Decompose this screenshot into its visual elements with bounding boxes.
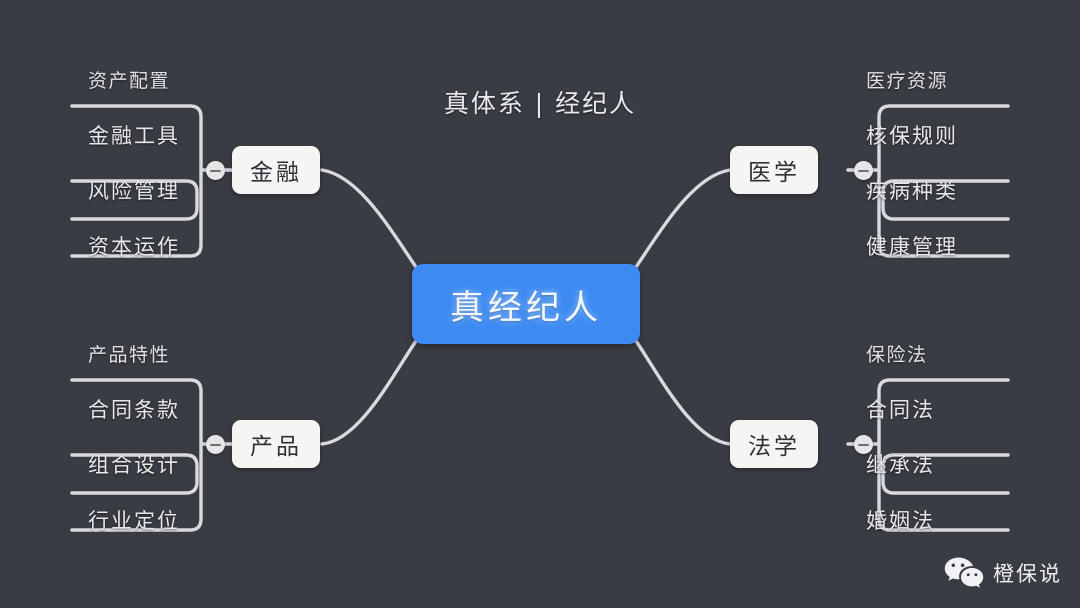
branch-node-label-medicine: 医学 [748,160,800,186]
group-caption-finance: 资产配置 [88,70,171,92]
leaf-label-finance-0[interactable]: 金融工具 [88,124,180,148]
leaf-label-finance-2[interactable]: 资本运作 [88,235,180,259]
collapse-minus-icon-product[interactable] [206,435,225,454]
leaf-label-medicine-2[interactable]: 健康管理 [866,235,958,259]
branch-node-label-finance: 金融 [250,160,302,186]
group-caption-law: 保险法 [866,344,928,366]
leaf-label-law-1[interactable]: 继承法 [866,453,935,477]
leaf-label-product-2[interactable]: 行业定位 [88,509,180,533]
branch-node-law[interactable]: 法学 [730,420,818,468]
root-node-label: 真经纪人 [450,287,602,328]
wire-root-finance [320,168,420,272]
wire-root-product [320,336,420,446]
collapse-minus-icon-finance[interactable] [206,161,225,180]
leaf-label-medicine-1[interactable]: 疾病种类 [866,179,958,203]
leaf-label-finance-1[interactable]: 风险管理 [88,179,180,203]
root-node[interactable]: 真经纪人 [412,264,640,344]
collapse-minus-icon-medicine[interactable] [854,161,873,180]
group-caption-product: 产品特性 [88,344,171,366]
branch-node-label-law: 法学 [748,434,800,460]
watermark-text: 橙保说 [993,562,1062,586]
watermark: 橙保说 [944,556,1062,590]
leaf-label-law-2[interactable]: 婚姻法 [866,509,935,533]
leaf-label-medicine-0[interactable]: 核保规则 [866,124,958,148]
collapse-minus-icon-law[interactable] [854,435,873,454]
wechat-icon [944,557,984,588]
branch-node-label-product: 产品 [250,434,302,460]
group-caption-medicine: 医疗资源 [866,70,949,92]
wire-root-law [632,336,732,446]
leaf-label-product-1[interactable]: 组合设计 [88,453,180,477]
diagram-title: 真体系 | 经纪人 [443,89,637,118]
leaf-label-product-0[interactable]: 合同条款 [88,398,180,422]
branch-node-finance[interactable]: 金融 [232,146,320,194]
branch-node-product[interactable]: 产品 [232,420,320,468]
wire-root-medicine [632,168,732,272]
leaf-label-law-0[interactable]: 合同法 [866,398,935,422]
branch-node-medicine[interactable]: 医学 [730,146,818,194]
